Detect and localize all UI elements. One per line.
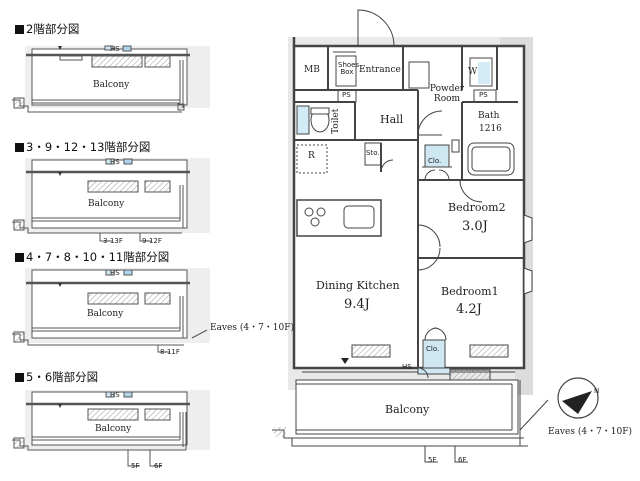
label-hs: HS [402,363,412,371]
label-bedroom2: Bedroom2 [448,201,506,214]
label-bath-size: 1216 [479,124,502,134]
label-bedroom1-area: 4.2J [456,302,482,317]
label-clo-bedroom2: Clo. [428,157,442,165]
label-ps-left: PS [342,91,351,99]
mini-plan-3f [12,158,210,242]
mini-5f: 5F [131,462,140,470]
label-ps-right: PS [479,91,488,99]
header-floor3: 3・9・12・13階部分図 [15,141,150,154]
label-eaves: Eaves (4・7・10F) [548,427,632,437]
mini-9-12f: 9-12F [142,237,162,245]
header-floor4: 4・7・8・10・11階部分図 [15,251,169,264]
header-floor5: 5・6階部分図 [15,371,98,384]
label-r: R [308,151,315,161]
compass-icon: N [594,387,600,395]
label-entrance: Entrance [359,65,401,75]
mini-balcony-5f: Balcony [95,424,132,434]
mini-hs-3f: HS [110,158,120,166]
mini-hs-2f: HS [110,45,120,53]
label-shoes-box: Shoes Box [338,61,360,76]
label-bath: Bath [478,111,500,121]
label-clo-bedroom1: Clo. [426,345,440,353]
mini-hs-5f: HS [110,391,120,399]
mini-balcony-3f: Balcony [88,199,125,209]
mini-hs-4f: HS [110,269,120,277]
label-6f: 6F [458,456,467,464]
label-mb: MB [304,65,320,75]
label-powder-room: Powder Room [429,84,465,105]
mini-6f: 6F [154,462,163,470]
label-balcony: Balcony [385,403,430,416]
label-w: W [468,67,478,77]
label-dining-kitchen: Dining Kitchen [316,279,400,292]
main-plan [272,9,599,463]
label-hall: Hall [380,113,404,126]
label-sto: Sto. [366,149,380,157]
label-dining-kitchen-area: 9.4J [344,297,370,312]
mini-plan-2f [12,45,210,113]
header-floor2: 2階部分図 [15,23,79,36]
mini-plan-4f [12,268,210,353]
mini-plan-5f [12,390,210,467]
label-5f: 5F [428,456,437,464]
mini-eaves-4f: Eaves (4・7・10F) [210,323,294,333]
label-bedroom1: Bedroom1 [441,285,499,298]
mini-balcony-4f: Balcony [87,309,124,319]
mini-balcony-2f: Balcony [93,80,130,90]
label-toilet: Toilet [331,108,341,134]
label-bedroom2-area: 3.0J [462,219,488,234]
mini-8-11f: 8-11F [160,348,180,356]
mini-3-13f: 3-13F [103,237,123,245]
